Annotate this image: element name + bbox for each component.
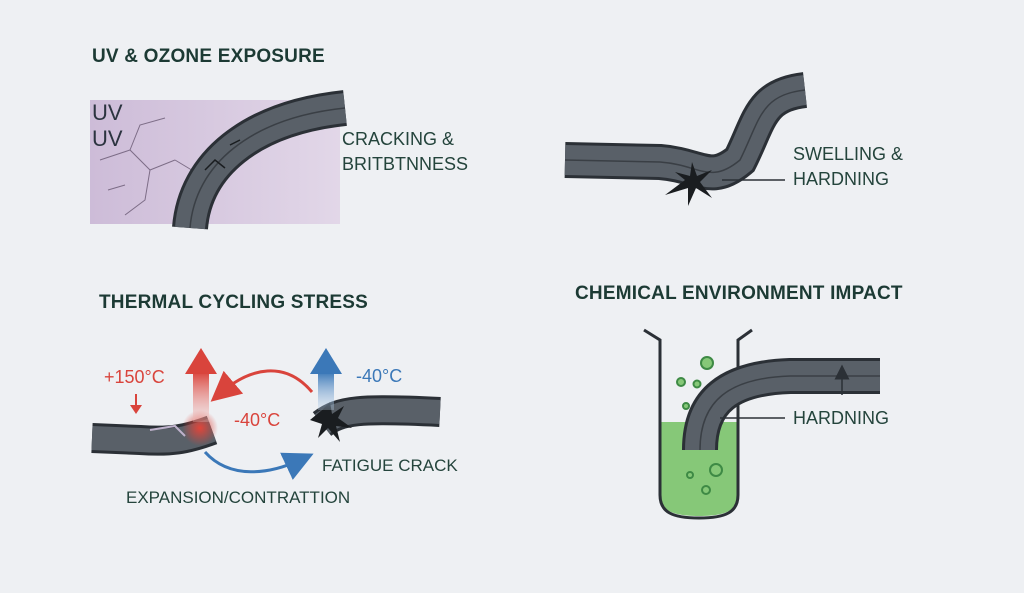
cracking-caption-line-1: CRACKING & bbox=[342, 129, 455, 149]
uv-label-1: UV bbox=[92, 100, 123, 125]
beaker-outline bbox=[643, 328, 753, 520]
swelling-caption-line-2: HARDNING bbox=[793, 169, 890, 189]
cold-temp-center-label: -40°C bbox=[234, 410, 281, 430]
cracking-caption-line-2: BRITBTNNESS bbox=[342, 154, 469, 174]
swelling-caption-line-1: SWELLING & bbox=[793, 144, 904, 164]
uv-panel-art bbox=[90, 90, 348, 231]
cold-temp-right-label: -40°C bbox=[356, 366, 403, 386]
expansion-label: EXPANSION/CONTRATTION bbox=[126, 488, 351, 507]
hot-temp-label: +150°C bbox=[104, 367, 165, 387]
hose-cracks bbox=[204, 139, 241, 171]
thermal-heading: THERMAL CYCLING STRESS bbox=[99, 292, 369, 313]
beaker-liquid bbox=[660, 422, 738, 516]
thermal-panel-art bbox=[91, 348, 441, 480]
hot-arrow-head bbox=[185, 348, 217, 374]
chemical-heading: CHEMICAL ENVIRONMENT IMPACT bbox=[575, 283, 903, 304]
uv-heading: UV & OZONE EXPOSURE bbox=[92, 46, 325, 67]
cycle-arrow-top bbox=[210, 369, 314, 402]
fatigue-crack-label: FATIGUE CRACK bbox=[322, 456, 458, 475]
swelling-panel-art bbox=[564, 72, 808, 206]
small-down-arrow bbox=[130, 405, 142, 414]
cold-arrow-head bbox=[310, 348, 342, 374]
cycle-arrow-bottom bbox=[203, 450, 314, 480]
cold-arrow-shaft bbox=[318, 372, 334, 410]
swelling-crack-star bbox=[665, 162, 712, 206]
fatigue-crack-star bbox=[310, 402, 352, 442]
uv-label-2: UV bbox=[92, 126, 123, 151]
chemical-panel-art bbox=[643, 328, 880, 520]
chemical-caption: HARDNING bbox=[793, 408, 890, 428]
bubbles bbox=[676, 356, 714, 410]
hot-arrow-shaft bbox=[193, 372, 209, 422]
